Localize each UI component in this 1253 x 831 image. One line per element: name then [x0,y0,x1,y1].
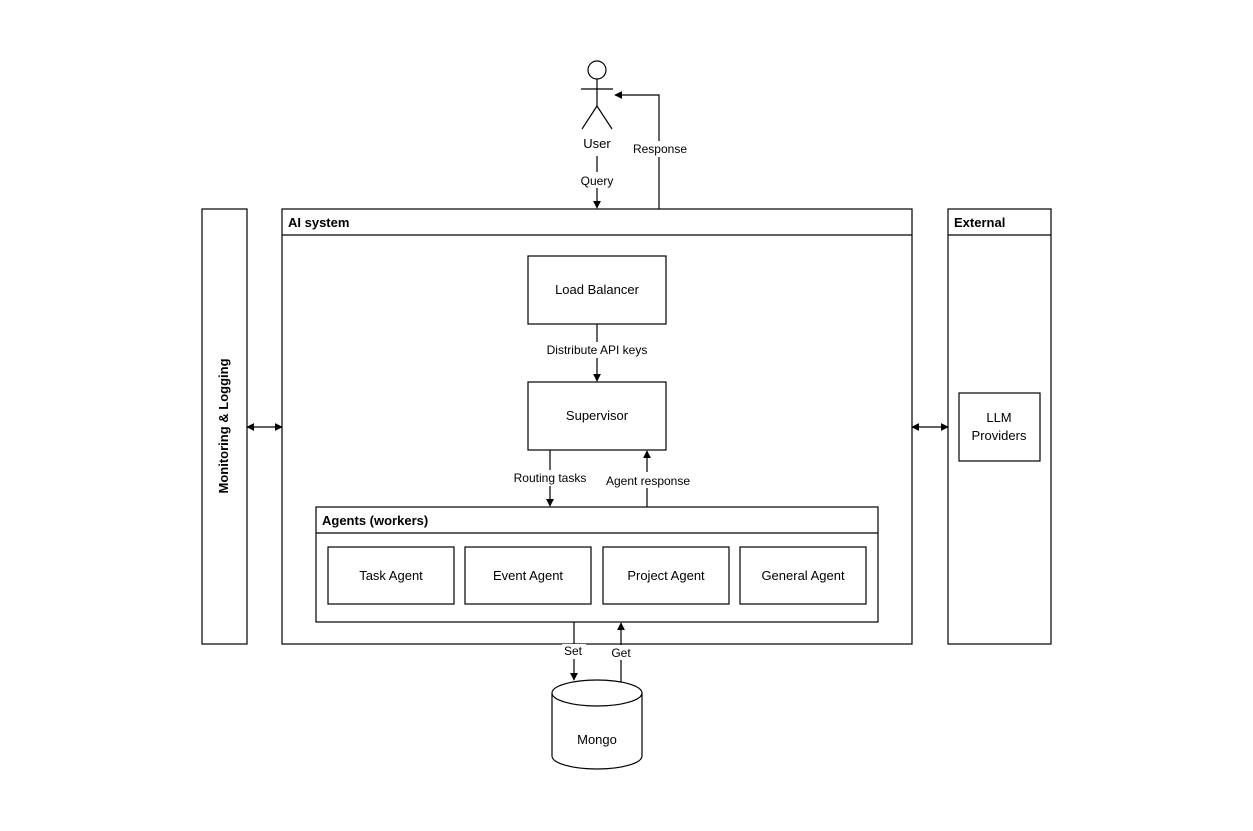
mongo-cylinder-top [551,679,643,707]
query-edge: Query [574,156,620,209]
agent-response-label: Agent response [606,474,690,488]
agents-label: Agents (workers) [322,513,428,528]
llm-providers-node: LLM Providers [958,392,1041,462]
task-agent-box [327,546,455,605]
routing-edge: Routing tasks [510,450,590,507]
set-label-bg [562,644,586,659]
llm-providers-label-line1: LLM [986,410,1011,425]
load-balancer-node: Load Balancer [527,255,667,325]
routing-label-bg [510,470,590,486]
general-agent-node: General Agent [739,546,867,605]
project-agent-label: Project Agent [627,568,705,583]
project-agent-box [602,546,730,605]
get-edge: Get [608,622,634,682]
set-label: Set [564,644,583,658]
mongo-cylinder-body [551,693,643,770]
get-label-bg [608,645,634,660]
task-agent-node: Task Agent [327,546,455,605]
query-label: Query [581,174,614,188]
user-right-leg [596,105,613,130]
general-agent-label: General Agent [761,568,845,583]
distribute-label-bg [541,342,653,358]
task-agent-label: Task Agent [359,568,423,583]
agent-response-label-bg [601,472,695,488]
response-label-bg [628,141,690,157]
general-agent-box [739,546,867,605]
project-agent-node: Project Agent [602,546,730,605]
user-left-leg [581,105,598,130]
mongo-label: Mongo [577,732,617,747]
llm-providers-label-line2: Providers [972,428,1027,443]
event-agent-label: Event Agent [493,568,563,583]
response-label: Response [633,142,687,156]
query-label-bg [574,172,620,188]
set-edge: Set [562,622,586,681]
ai-system-label: AI system [288,215,349,230]
user-label: User [583,136,611,151]
routing-label: Routing tasks [514,471,587,485]
monitoring-label: Monitoring & Logging [216,358,231,493]
llm-providers-box [958,392,1041,462]
response-edge: Response [614,91,690,209]
agent-response-edge: Agent response [601,450,695,507]
event-agent-box [464,546,592,605]
load-balancer-box [527,255,667,325]
supervisor-box [527,381,667,451]
supervisor-label: Supervisor [566,408,629,423]
external-label: External [954,215,1005,230]
distribute-label: Distribute API keys [547,343,648,357]
monitoring-container: Monitoring & Logging [201,208,248,645]
get-label: Get [611,646,631,660]
supervisor-node: Supervisor [527,381,667,451]
user-actor: User [581,60,613,151]
event-agent-node: Event Agent [464,546,592,605]
response-arrow [614,91,660,209]
monitoring-box [201,208,248,645]
user-head [587,60,607,80]
mongo-database: Mongo [551,679,643,770]
distribute-edge: Distribute API keys [541,324,653,382]
load-balancer-label: Load Balancer [555,282,640,297]
